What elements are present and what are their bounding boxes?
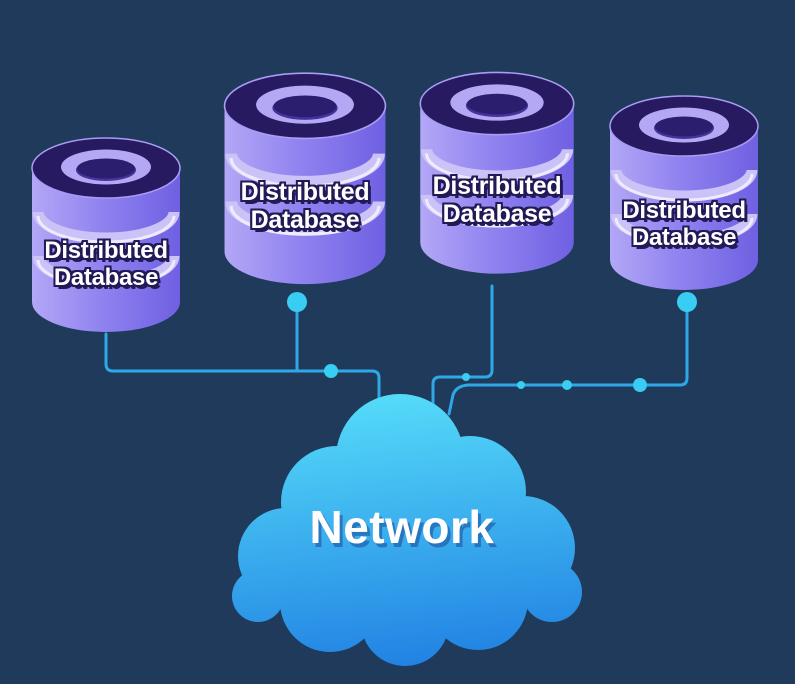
connector-db4-network xyxy=(447,311,689,416)
connector-nodes xyxy=(287,292,697,392)
node-dot xyxy=(517,381,525,389)
database-label: Distributed Database xyxy=(622,197,746,252)
database-label-line1: Distributed xyxy=(622,197,746,224)
database-label-line2: Database xyxy=(53,263,159,291)
database-label-line2: Database xyxy=(442,200,552,228)
node-dot xyxy=(562,380,572,390)
database-label-line2: Database xyxy=(631,223,737,251)
database-label: Distributed Database xyxy=(44,237,168,292)
node-dot xyxy=(633,378,647,392)
database-node-1: Distributed Database xyxy=(26,126,186,341)
node-dot xyxy=(462,373,470,381)
database-node-4: Distributed Database xyxy=(604,84,764,299)
node-dot xyxy=(324,364,338,378)
database-icon xyxy=(609,95,759,290)
node-dot xyxy=(287,292,307,312)
database-node-2: Distributed Database xyxy=(218,60,392,294)
database-label: Distributed Database xyxy=(433,172,562,228)
database-label-line1: Distributed xyxy=(44,237,168,264)
database-icon xyxy=(419,71,575,274)
database-node-3: Distributed Database xyxy=(414,60,580,283)
database-icon xyxy=(31,137,181,332)
database-label-line2: Database xyxy=(250,206,360,234)
connector-db1-network xyxy=(104,332,381,406)
database-label-line1: Distributed xyxy=(240,178,370,206)
database-label: Distributed Database xyxy=(241,178,370,234)
database-label-line1: Distributed xyxy=(432,172,562,200)
cloud-shape xyxy=(232,394,582,666)
database-icon xyxy=(223,72,387,285)
node-dot xyxy=(677,292,697,312)
network-label: Network xyxy=(309,501,495,553)
